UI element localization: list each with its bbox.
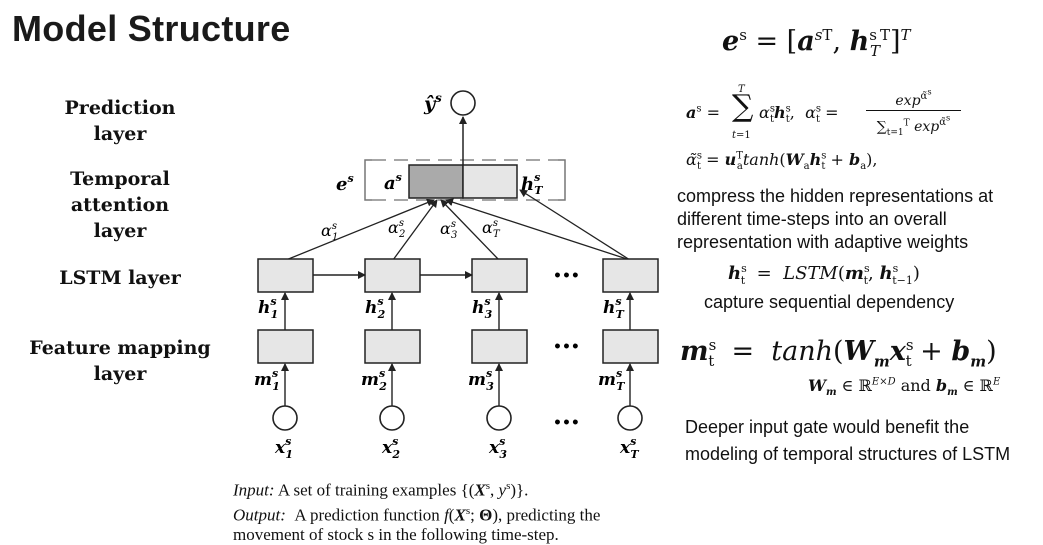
lstm-layer-label: LSTM layer: [59, 267, 181, 289]
output-line-3: movement of stock s in the following tim…: [233, 525, 559, 545]
attention-arrow-1: [285, 198, 435, 261]
es-label: es: [336, 172, 354, 195]
feature-cell-3: [471, 329, 528, 364]
attention-note: compress the hidden representations at d…: [677, 185, 1037, 254]
input-node-T: [617, 405, 643, 431]
input-node-1: [272, 405, 298, 431]
alpha-score-equation: α̃st = uTatanh(Wahst + ba),: [686, 150, 878, 173]
weight-dims-equation: Wm ∈ ℝE×D and bm ∈ ℝE: [808, 376, 1001, 399]
feature-cell-T: [602, 329, 659, 364]
attention-dashed-bracket-left: [364, 159, 372, 201]
feature-ellipsis: •••: [553, 339, 580, 355]
input-node-2: [379, 405, 405, 431]
input-line: Input: A set of training examples {(Xs, …: [233, 480, 529, 500]
attention-note-line3: representation with adaptive weights: [677, 232, 969, 252]
prediction-node: [450, 90, 476, 116]
attention-arrow-2: [392, 199, 438, 261]
as-vector-box: [408, 164, 464, 199]
lstm-cell-2: [364, 258, 421, 293]
attention-arrow-3: [440, 199, 500, 261]
input-output-description: Input: A set of training examples {(Xs, …: [233, 476, 703, 545]
input-ellipsis: •••: [553, 415, 580, 431]
gate-note-line1: Deeper input gate would benefit the: [685, 417, 970, 437]
lstm-cell-3: [471, 258, 528, 293]
output-line: Output: A prediction function f(Xs; Θ), …: [233, 504, 601, 525]
feature-mapping-label-line1: Feature mapping: [29, 337, 211, 359]
hT-vector-box: [462, 164, 518, 199]
attention-note-line1: compress the hidden representations at: [677, 186, 994, 206]
lstm-cell-T: [602, 258, 659, 293]
lstm-note: capture sequential dependency: [704, 292, 955, 312]
page-title: Model Structure: [12, 8, 291, 49]
attention-dashed-bracket-right: [558, 159, 566, 201]
feature-mapping-label-line2: layer: [93, 363, 147, 385]
prediction-layer-label: Prediction layer: [64, 97, 176, 145]
input-node-3: [486, 405, 512, 431]
lstm-equation: hst = LSTM(mst, hst−1): [728, 262, 920, 287]
attention-arrow-4: [445, 198, 631, 261]
input-label: Input:: [233, 480, 275, 500]
temporal-attention-layer-label: Temporal attention layer: [20, 166, 220, 244]
feature-cell-2: [364, 329, 421, 364]
es-equation: es = [asT, hsTT]T: [722, 26, 911, 61]
gate-note: Deeper input gate would benefit the mode…: [685, 414, 1040, 468]
hT-arrow: [519, 189, 631, 261]
attention-note-line2: different time-steps into an overall: [677, 209, 947, 229]
attention-sum-equation: as = T ∑ t=1 αsthst, αst = expα̃s ∑t=1T …: [686, 84, 986, 154]
feature-mapping-layer-label: Feature mapping layer: [20, 335, 220, 387]
feature-mapping-equation: mst = tanh(Wmxst + bm): [680, 336, 997, 371]
as-label: as: [384, 171, 402, 194]
lstm-cell-1: [257, 258, 314, 293]
gate-note-line2: modeling of temporal structures of LSTM: [685, 444, 1011, 464]
prediction-output-label: ŷs: [423, 91, 442, 115]
temporal-attention-label-line1: Temporal attention: [70, 168, 170, 216]
lstm-ellipsis: •••: [553, 268, 580, 284]
temporal-attention-label-line2: layer: [93, 220, 147, 242]
output-label: Output:: [233, 505, 286, 525]
feature-cell-1: [257, 329, 314, 364]
